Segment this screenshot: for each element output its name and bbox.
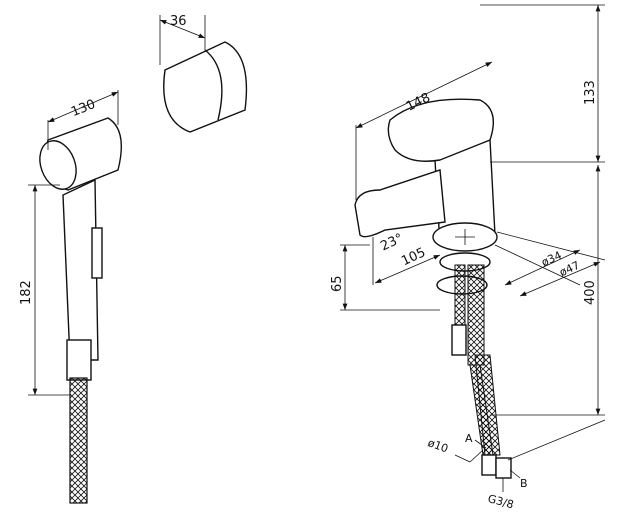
dim-36: 36 <box>170 14 187 29</box>
dim-d47: ø47 <box>557 259 581 280</box>
dim-d10: ø10 <box>426 436 450 455</box>
dim-angle-23: 23° <box>378 231 405 254</box>
dim-65: 65 <box>330 275 345 292</box>
dim-182: 182 <box>19 280 34 305</box>
dim-130: 130 <box>69 97 98 120</box>
basin-faucet: 148 133 400 65 105 23° ø34 ø47 ø10 A B G… <box>330 4 606 511</box>
dim-133: 133 <box>583 80 598 105</box>
dim-400: 400 <box>583 280 598 305</box>
dim-105: 105 <box>399 245 428 269</box>
label-b: B <box>520 477 528 490</box>
hand-shower: 130 182 <box>19 90 122 504</box>
label-g38: G3/8 <box>486 492 515 511</box>
label-a: A <box>465 432 473 445</box>
wall-holder: 36 <box>159 14 248 133</box>
